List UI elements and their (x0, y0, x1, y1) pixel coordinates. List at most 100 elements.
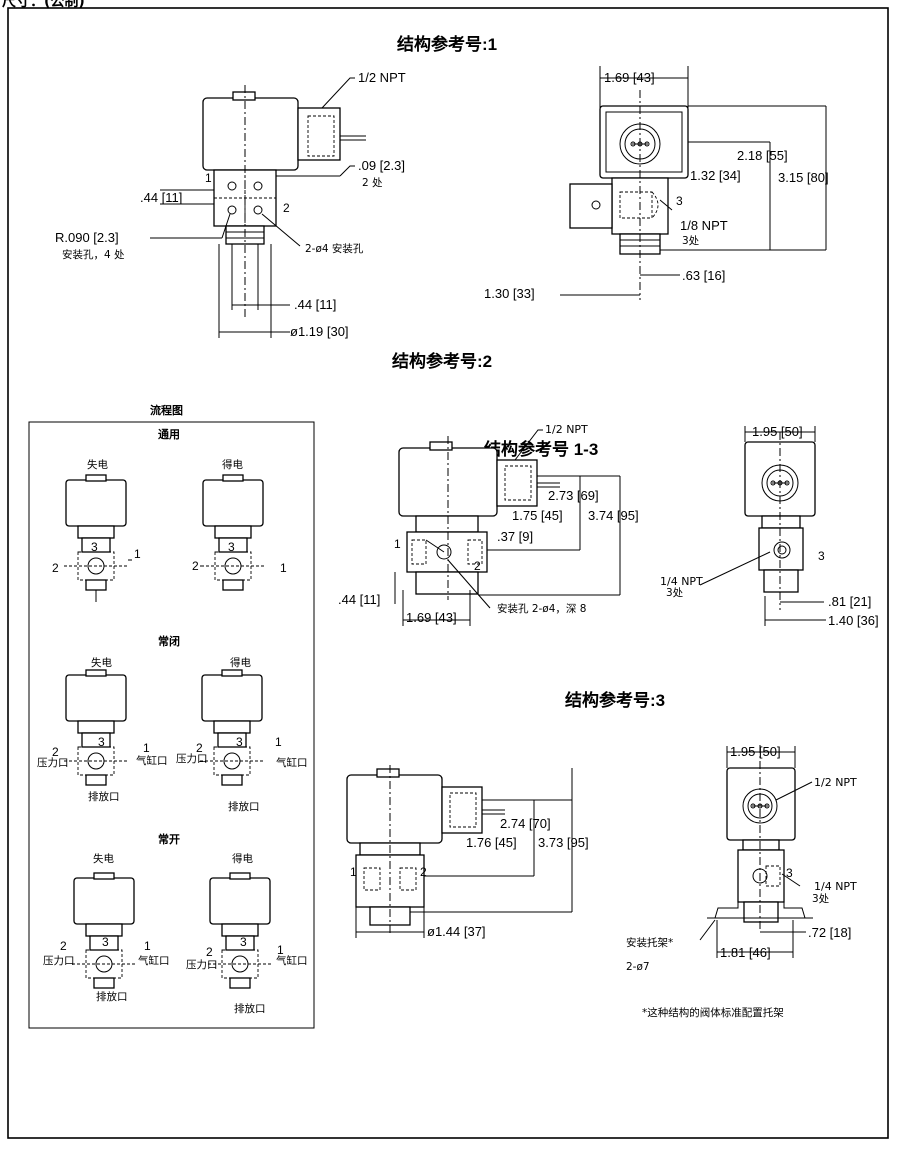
flow-no-pressure-b: 压力口 (186, 958, 218, 971)
fig3-npt-half: 1/2 NPT (814, 776, 857, 789)
flow-no-cylinder-b: 气缸口 (276, 954, 308, 967)
fig2-mount-holes: 安装孔 2-ø4，深 8 (497, 602, 586, 615)
page-header: 尺寸：(公制) (2, 0, 85, 10)
fig1-dim-169: 1.69 [43] (604, 70, 655, 85)
fig2-dim-169: 1.69 [43] (406, 610, 457, 625)
flow-no-p2a: 2 (60, 939, 67, 953)
fig3-dim-072: .72 [18] (808, 925, 851, 940)
flow-general-p1b: 1 (280, 561, 287, 575)
fig1-dim-44a: .44 [11] (140, 190, 182, 205)
fig3-dim-274: 2.74 [70] (500, 816, 551, 831)
fig3-npt-quarter: 1/4 NPT (814, 880, 857, 893)
fig2-port-2: 2 (474, 559, 481, 573)
flow-no-p1b: 1 (277, 943, 284, 957)
fig1-npt-half-label: 1/2 NPT (358, 70, 406, 85)
fig1-dim-063: .63 [16] (682, 268, 725, 283)
flow-nc-pressure-a: 压力口 (37, 756, 69, 769)
fig3-footnote: *这种结构的阀体标准配置托架 (642, 1006, 784, 1019)
fig2-three-places: 3处 (666, 587, 684, 599)
flow-general-deenergized: 失电 (87, 458, 108, 471)
flow-nc-label: 常闭 (158, 634, 180, 648)
fig2-dim-195: 1.95 [50] (752, 424, 803, 439)
fig1-dim-130: 1.30 [33] (484, 286, 535, 301)
flow-nc-p2a: 2 (52, 745, 59, 759)
flow-nc-cylinder-b: 气缸口 (276, 756, 308, 769)
flow-general-energized: 得电 (222, 458, 243, 471)
fig1-port-2: 2 (283, 201, 290, 215)
flow-nc-energized: 得电 (230, 656, 251, 669)
flow-no-exhaust-b: 排放口 (234, 1002, 266, 1015)
fig1-front-view (150, 77, 366, 338)
fig1-port-1: 1 (205, 171, 212, 185)
flow-no-label: 常开 (158, 832, 180, 846)
fig2-dim-273: 2.73 [69] (548, 488, 599, 503)
flow-nc-p3b: 3 (236, 735, 243, 749)
flow-general-p1a: 1 (134, 547, 141, 561)
fig2-port-1: 1 (394, 537, 401, 551)
fig2-dim-175: 1.75 [45] (512, 508, 563, 523)
fig2-front-view (394, 429, 621, 626)
flow-nc-deenergized: 失电 (91, 656, 112, 669)
fig1-mount-holes-4: 安装孔，4 处 (62, 248, 125, 261)
flow-nc-p2b: 2 (196, 741, 203, 755)
fig2-side-view (699, 426, 826, 626)
fig2-dim-140: 1.40 [36] (828, 613, 879, 628)
fig3-dim-176: 1.76 [45] (466, 835, 517, 850)
fig1-dim-218: 2.18 [55] (737, 148, 788, 163)
fig1-dim-119: ø1.19 [30] (290, 324, 349, 339)
flow-chart-frame (28, 421, 315, 1029)
flow-nc-exhaust-b: 排放口 (228, 800, 260, 813)
fig3-three-places: 3处 (812, 893, 830, 905)
fig2-dim-081: .81 [21] (828, 594, 871, 609)
flow-nc-pressure-b: 压力口 (176, 752, 208, 765)
flow-title: 流程图 (150, 403, 183, 417)
fig3-dim-181: 1.81 [46] (720, 945, 771, 960)
fig3-port-2: 2 (420, 865, 427, 879)
fig3-dim-373: 3.73 [95] (538, 835, 589, 850)
flow-no-deenergized: 失电 (93, 852, 114, 865)
fig1-dim-44b: .44 [11] (294, 297, 336, 312)
fig3-front-view (346, 765, 573, 938)
flow-general-p2a: 2 (52, 561, 59, 575)
fig3-dim-195: 1.95 [50] (730, 744, 781, 759)
fig3-dim-144: ø1.44 [37] (427, 924, 486, 939)
flow-no-p2b: 2 (206, 945, 213, 959)
flow-nc-p1b: 1 (275, 735, 282, 749)
fig3-side-view (699, 745, 813, 958)
fig2-dim-44: .44 [11] (338, 592, 380, 607)
fig1-two-places: 2 处 (362, 177, 383, 189)
flow-no-exhaust-a: 排放口 (96, 990, 128, 1003)
flow-no-energized: 得电 (232, 852, 253, 865)
fig2-dim-37: .37 [9] (497, 529, 533, 544)
flow-general-p3b: 3 (228, 540, 235, 554)
fig2-port-3: 3 (818, 549, 825, 563)
flow-nc-exhaust-a: 排放口 (88, 790, 120, 803)
fig3-bracket-holes: 2-ø7 (626, 961, 650, 973)
fig1-dim-132: 1.32 [34] (690, 168, 741, 183)
section-title-2: 结构参考号:2 (392, 351, 492, 371)
fig3-port-1: 1 (350, 865, 357, 879)
fig1-three-places: 3处 (682, 235, 700, 247)
fig1-holes-2: 2-ø4 安装孔 (305, 242, 364, 255)
fig1-r090: R.090 [2.3] (55, 230, 119, 245)
page-frame (7, 7, 889, 1139)
flow-nc-p3a: 3 (98, 735, 105, 749)
flow-nc-p1a: 1 (143, 741, 150, 755)
fig3-bracket: 安装托架* (626, 936, 673, 949)
flow-no-p3b: 3 (240, 935, 247, 949)
fig3-port-3: 3 (786, 866, 793, 880)
fig1-port-3: 3 (676, 194, 683, 208)
section-title-1-3: 结构参考号 1-3 (484, 439, 598, 459)
fig1-dim-09: .09 [2.3] (358, 158, 405, 173)
fig2-npt-half: 1/2 NPT (545, 423, 588, 436)
flow-no-cylinder-a: 气缸口 (138, 954, 170, 967)
fig2-npt-quarter: 1/4 NPT (660, 575, 703, 588)
flow-general-label: 通用 (158, 428, 180, 441)
flow-no-p3a: 3 (102, 935, 109, 949)
flow-general-p3a: 3 (91, 540, 98, 554)
fig1-dim-315: 3.15 [80] (778, 170, 829, 185)
fig2-dim-374: 3.74 [95] (588, 508, 639, 523)
flow-no-pressure-a: 压力口 (43, 954, 75, 967)
fig1-side-view (560, 66, 827, 300)
